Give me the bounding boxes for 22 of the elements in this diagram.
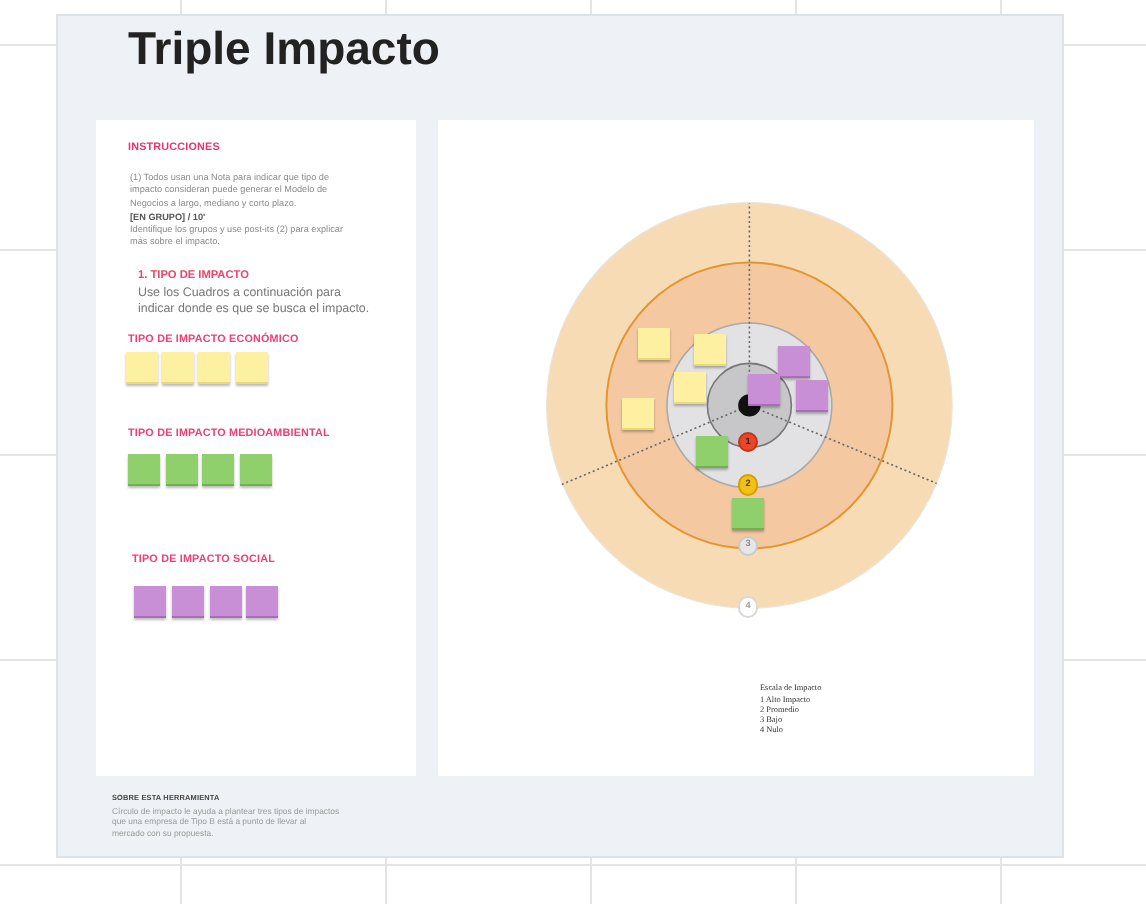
sticky-note [796,380,827,412]
sticky-note [172,586,203,618]
sticky-note [748,374,779,406]
sticky-note [166,454,197,486]
sticky-note [240,454,271,486]
sticky-note [638,328,669,360]
sticky-note [696,436,727,468]
sticky-note [622,398,653,430]
sticky-note [674,372,705,404]
sticky-note [198,352,229,384]
sticky-note [778,346,809,378]
sticky-note [236,352,267,384]
sticky-note [694,334,725,366]
sticky-note [128,454,159,486]
sticky-note [246,586,277,618]
sticky-note [162,352,193,384]
sticky-note [134,586,165,618]
sticky-note [126,352,157,384]
sticky-note [210,586,241,618]
sticky-note [732,498,763,530]
sticky-note [202,454,233,486]
page-title: Triple Impacto [128,26,440,72]
